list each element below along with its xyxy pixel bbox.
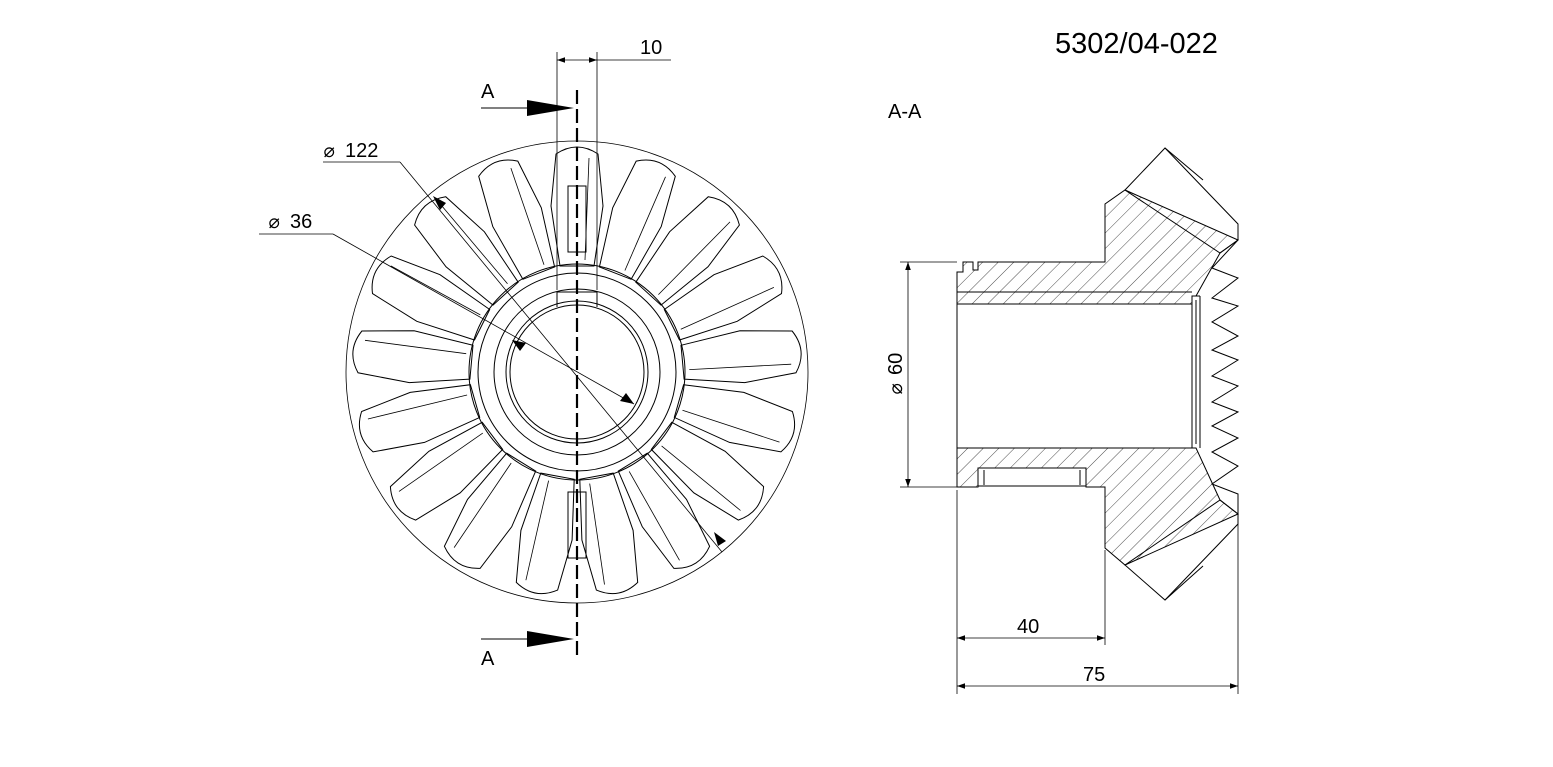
gear-tooth-flank-line xyxy=(680,287,775,330)
gear-tooth-flank-line xyxy=(398,432,484,492)
gear-tooth-flank-line xyxy=(390,265,481,316)
bore-diameter-arrow-icon xyxy=(512,340,526,351)
cut-arrow-bottom-icon xyxy=(527,631,574,647)
lower-section-body xyxy=(956,447,1239,566)
cut-label-bottom: A xyxy=(481,648,495,670)
gear-tooth-flank-line xyxy=(441,205,508,285)
section-view: 5302/04-022 A-A ⌀ 60 xyxy=(885,28,1240,694)
gear-tooth xyxy=(617,452,711,569)
gear-tooth xyxy=(414,196,519,306)
tooth-flank-top xyxy=(1124,147,1239,254)
gear-tooth xyxy=(663,255,783,341)
section-bore xyxy=(956,303,1193,449)
gear-tooth xyxy=(579,472,639,595)
gear-tooth-flank-line xyxy=(682,409,780,443)
gear-tooth xyxy=(371,255,491,341)
outer-diameter-dimension-line xyxy=(399,161,723,553)
section-keyway xyxy=(977,467,1087,487)
gear-tooth xyxy=(650,421,765,521)
gear-tooth-flank-line xyxy=(658,221,731,295)
upper-section-body xyxy=(956,189,1239,305)
gear-tooth xyxy=(598,159,676,280)
cut-arrow-top-icon xyxy=(527,100,574,116)
gear-tooth xyxy=(635,196,740,306)
outer-diameter-arrow-end-icon xyxy=(714,532,726,546)
gear-tooth-flank-line xyxy=(453,462,512,548)
drawing-number: 5302/04-022 xyxy=(1055,28,1218,60)
gear-tooth xyxy=(680,330,802,384)
gear-tooth xyxy=(443,452,537,569)
cut-label-top: A xyxy=(481,81,495,103)
gear-tooth-flank-line xyxy=(525,480,549,581)
front-view: A A 10 ⌀ 122 ⌀ 36 xyxy=(259,37,809,670)
bore-diameter-value: 36 xyxy=(290,211,312,233)
hub-length-value: 40 xyxy=(1017,616,1039,638)
gear-tooth-flank-line xyxy=(364,339,467,355)
gear-tooth xyxy=(389,421,504,521)
tooth-profile xyxy=(1210,239,1240,514)
gear-tooth xyxy=(358,384,481,453)
gear-tooth-flank-line xyxy=(628,471,680,561)
key-width-value: 10 xyxy=(640,37,662,59)
bore-diameter-arrow-end-icon xyxy=(620,393,634,404)
section-label: A-A xyxy=(888,101,922,123)
diameter-symbol-122: ⌀ xyxy=(323,140,335,162)
overall-length-value: 75 xyxy=(1083,664,1105,686)
hub-diameter-label: ⌀ 60 xyxy=(885,353,907,395)
bore-diameter-dimension-line xyxy=(332,233,635,405)
diameter-symbol-60: ⌀ xyxy=(885,383,907,395)
gear-tooth-flank-line xyxy=(624,176,666,271)
gear-tooth-flank-line xyxy=(367,394,468,420)
outer-diameter-arrow-icon xyxy=(433,196,446,210)
gear-teeth xyxy=(352,146,802,595)
gear-tooth-flank-line xyxy=(589,483,605,585)
gear-tooth xyxy=(673,384,796,453)
gear-tooth-flank-line xyxy=(510,167,545,265)
hub-diameter-value: 60 xyxy=(885,353,907,375)
gear-tooth-flank-line xyxy=(689,363,792,370)
gear-tooth xyxy=(515,472,575,595)
diameter-symbol-36: ⌀ xyxy=(268,211,280,233)
tooth-flank-bottom-line xyxy=(1164,565,1204,601)
gear-tooth-flank-line xyxy=(661,445,741,511)
tooth-flank-bottom xyxy=(1124,499,1239,601)
gear-tooth xyxy=(478,159,556,280)
gear-tooth xyxy=(352,330,474,384)
outer-diameter-value: 122 xyxy=(345,140,378,162)
tooth-flank-top-line xyxy=(1164,147,1204,181)
